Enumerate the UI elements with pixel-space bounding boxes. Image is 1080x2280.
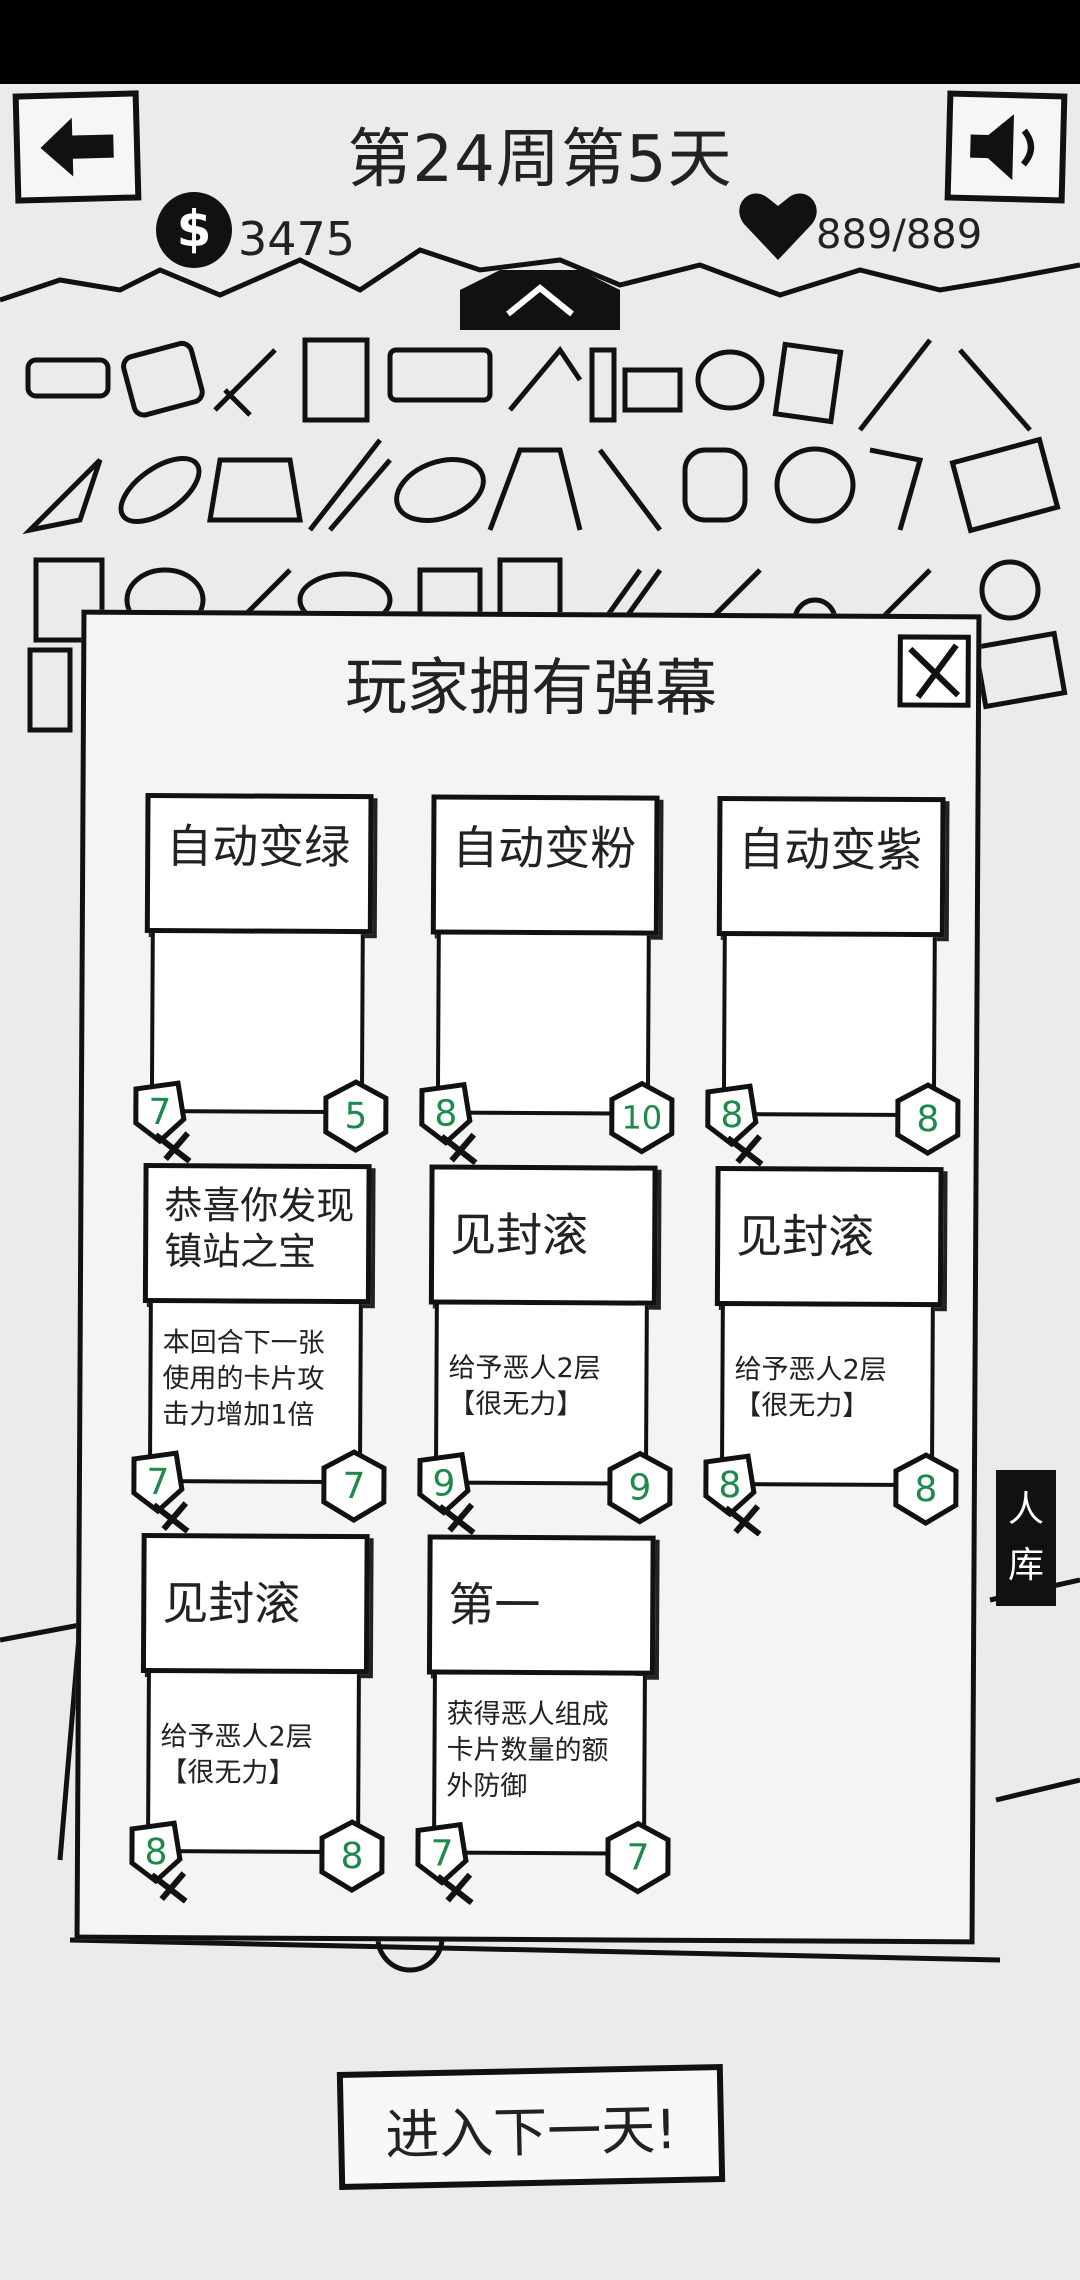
card-attack: 7	[626, 1837, 650, 1879]
card-title: 自动变粉	[430, 794, 660, 936]
card-title: 恭喜你发现镇站之宝	[142, 1162, 372, 1305]
card-cost-badge: 7	[126, 1449, 210, 1534]
shield-icon	[705, 1083, 764, 1167]
card-cost-badge: 8	[124, 1819, 208, 1904]
card-attack-badge: 10	[606, 1079, 678, 1155]
card-title: 第一	[426, 1534, 656, 1676]
card-attack: 10	[621, 1098, 663, 1137]
card[interactable]: 恭喜你发现镇站之宝 本回合下一张使用的卡片攻击力增加1倍 7 7	[131, 1162, 387, 1534]
svg-text:$: $	[177, 200, 212, 258]
card-attack-badge: 8	[892, 1081, 964, 1157]
shield-icon	[133, 1080, 192, 1164]
card-title: 自动变紫	[716, 795, 946, 938]
heart-icon	[739, 193, 817, 260]
card-attack-badge: 8	[890, 1451, 962, 1527]
money-value: 3475	[238, 212, 356, 266]
card-cost-badge: 8	[414, 1080, 498, 1165]
modal-title: 玩家拥有弹幕	[344, 650, 718, 725]
card-attack-badge: 9	[604, 1449, 676, 1525]
hp-value: 889/889	[816, 212, 983, 258]
card-cost-badge: 7	[128, 1079, 212, 1164]
close-button[interactable]	[894, 631, 974, 711]
arrow-left-icon	[40, 117, 114, 177]
card-attack: 9	[628, 1467, 652, 1509]
card-cost: 7	[146, 1461, 170, 1503]
shield-icon	[703, 1453, 762, 1537]
side-button-line1: 人	[1007, 1489, 1044, 1530]
shield-icon	[131, 1450, 190, 1534]
card-attack-badge: 7	[602, 1819, 674, 1895]
hexagon-icon	[321, 1449, 387, 1524]
hexagon-icon	[609, 1080, 675, 1155]
shield-icon	[129, 1820, 188, 1904]
card-attack-badge: 5	[320, 1078, 392, 1154]
hexagon-icon	[893, 1452, 959, 1527]
card-cost: 8	[718, 1464, 742, 1506]
card-title: 自动变绿	[144, 792, 374, 935]
speaker-icon	[970, 114, 1035, 181]
card-cost: 9	[432, 1463, 456, 1505]
card-cost: 8	[434, 1093, 458, 1135]
card[interactable]: 见封滚 给予恶人2层【很无力】 8 8	[129, 1532, 385, 1904]
coin-icon: $	[156, 192, 232, 268]
card-attack: 8	[914, 1468, 938, 1510]
card[interactable]: 见封滚 给予恶人2层【很无力】 9 9	[417, 1164, 673, 1535]
card-cost-badge: 7	[410, 1820, 494, 1905]
card-attack: 7	[342, 1465, 366, 1507]
card-attack-badge: 8	[316, 1818, 388, 1894]
card-cost: 7	[430, 1832, 454, 1875]
close-icon	[897, 634, 971, 708]
card-cost-badge: 9	[412, 1450, 496, 1535]
card[interactable]: 第一 获得恶人组成卡片数量的额外防御 7 7	[415, 1534, 671, 1905]
card-cost: 8	[144, 1831, 168, 1873]
sound-button[interactable]	[944, 90, 1068, 204]
hexagon-icon	[319, 1819, 385, 1894]
next-day-button[interactable]: 进入下一天!	[336, 2063, 726, 2191]
card-attack-badge: 7	[318, 1448, 390, 1524]
hexagon-icon	[607, 1450, 673, 1525]
shield-icon	[417, 1451, 476, 1535]
owned-cards-modal: 玩家拥有弹幕 自动变绿 7 5 自动变粉 8	[74, 609, 982, 1945]
hexagon-icon	[895, 1082, 961, 1157]
card-cost-badge: 8	[700, 1082, 784, 1167]
status-bar	[0, 0, 1080, 84]
card-title: 见封滚	[714, 1165, 944, 1308]
card-attack: 8	[916, 1098, 940, 1140]
expand-tab-icon[interactable]	[460, 270, 620, 330]
card-attack: 5	[344, 1095, 368, 1137]
card-cost: 8	[720, 1094, 744, 1136]
side-library-button[interactable]: 人 库	[996, 1470, 1056, 1606]
card[interactable]: 见封滚 给予恶人2层【很无力】 8 8	[703, 1165, 959, 1537]
card-title: 见封滚	[428, 1164, 658, 1306]
card[interactable]: 自动变紫 8 8	[705, 795, 961, 1167]
card-title: 见封滚	[140, 1532, 370, 1675]
hexagon-icon	[605, 1820, 671, 1895]
card[interactable]: 自动变粉 8 10	[419, 794, 675, 1165]
hexagon-icon	[323, 1079, 389, 1154]
page-title: 第24周第5天	[347, 123, 733, 197]
shield-icon	[415, 1821, 474, 1905]
card[interactable]: 自动变绿 7 5	[133, 792, 389, 1164]
back-button[interactable]	[12, 90, 142, 204]
card-cost-badge: 8	[698, 1452, 782, 1537]
card-attack: 8	[340, 1835, 364, 1877]
shield-icon	[419, 1081, 478, 1165]
card-cost: 7	[148, 1091, 172, 1133]
side-button-line2: 库	[1007, 1545, 1044, 1586]
